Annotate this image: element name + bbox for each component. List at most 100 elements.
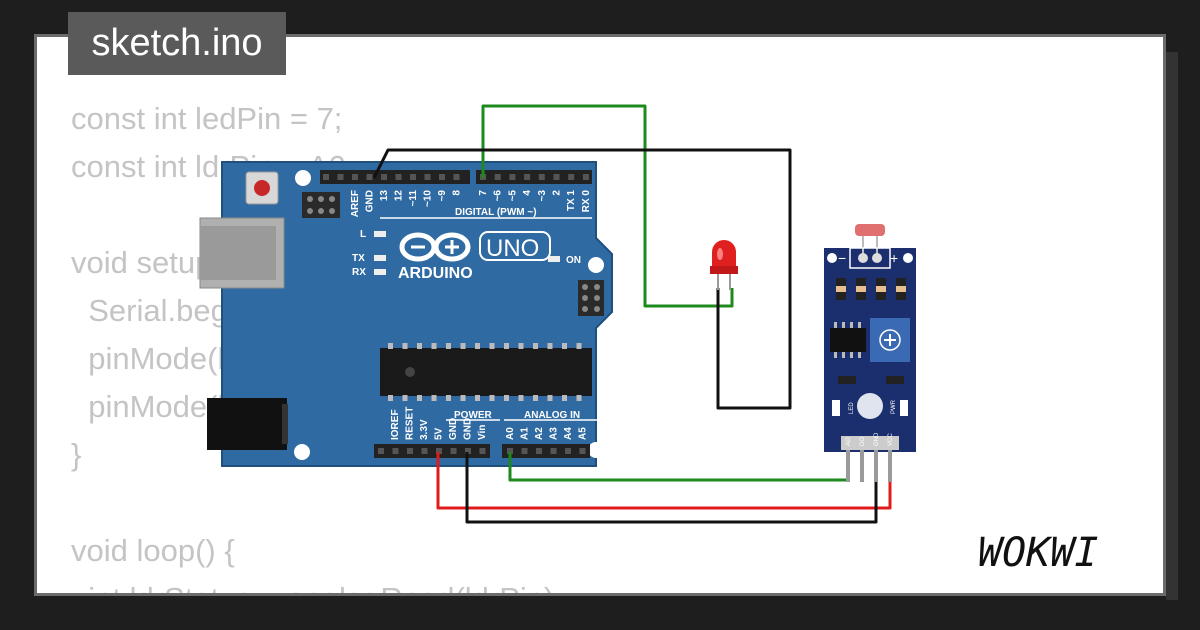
wire-pin7-led-green[interactable] bbox=[481, 104, 734, 308]
pin-hole[interactable] bbox=[524, 174, 531, 180]
chip-leg bbox=[576, 395, 582, 401]
chip-leg bbox=[562, 395, 567, 401]
chip-leg bbox=[518, 395, 524, 401]
chip-leg bbox=[504, 395, 509, 401]
pin-hole[interactable] bbox=[453, 174, 460, 180]
reset-button-cap[interactable] bbox=[254, 180, 270, 196]
pin-hole[interactable] bbox=[465, 448, 471, 454]
on-led bbox=[548, 256, 560, 262]
pin-hole[interactable] bbox=[392, 448, 399, 454]
pin-hole[interactable] bbox=[479, 448, 486, 454]
pin-hole[interactable] bbox=[550, 448, 557, 454]
pin-hole[interactable] bbox=[509, 174, 516, 180]
mount-hole bbox=[295, 170, 311, 186]
pin-hole[interactable] bbox=[395, 174, 402, 180]
pin-hole[interactable] bbox=[579, 448, 586, 454]
arduino-infinity-logo bbox=[399, 232, 471, 262]
wire-gnd-led-black[interactable] bbox=[372, 148, 792, 410]
power-label: POWER bbox=[454, 410, 493, 421]
icsp-header-right bbox=[578, 280, 604, 316]
photoresistor bbox=[855, 224, 885, 236]
pin-hole[interactable] bbox=[352, 174, 358, 180]
chip-leg bbox=[475, 343, 480, 349]
red-led[interactable] bbox=[710, 240, 738, 290]
wokwi-logo: WOKWI bbox=[978, 530, 1098, 576]
wire-5v-vcc-red[interactable] bbox=[436, 452, 892, 510]
chip-leg bbox=[489, 343, 495, 349]
sensor-pin-label: GND bbox=[874, 432, 880, 446]
power-pin-label: 3.3V bbox=[419, 419, 430, 440]
pin-label: 4 bbox=[522, 190, 533, 196]
pin-hole[interactable] bbox=[378, 448, 384, 454]
chip-leg bbox=[533, 343, 538, 349]
digital-label: DIGITAL (PWM ~) bbox=[455, 207, 537, 218]
sensor-pin-label: AO bbox=[846, 437, 852, 446]
pin-hole[interactable] bbox=[553, 174, 560, 180]
analog-pin-label: A1 bbox=[520, 427, 531, 440]
pin-hole[interactable] bbox=[366, 174, 373, 180]
pin-hole[interactable] bbox=[323, 174, 329, 180]
tx-led bbox=[374, 255, 386, 261]
on-led-label: ON bbox=[566, 255, 581, 266]
power-pin-label: RESET bbox=[405, 407, 416, 440]
code-line: } bbox=[71, 437, 82, 472]
bottom-pin-holes bbox=[378, 448, 586, 454]
file-name-tag: sketch.ino bbox=[68, 12, 286, 75]
pin-label: 12 bbox=[394, 190, 405, 202]
chip-leg bbox=[489, 395, 495, 401]
pin-label: ~6 bbox=[493, 190, 504, 202]
sensor-pin-label: VCC bbox=[888, 433, 894, 446]
pin-hole[interactable] bbox=[507, 448, 513, 454]
pin-hole[interactable] bbox=[450, 448, 457, 454]
pin-label: 8 bbox=[452, 190, 463, 196]
power-pin-label: Vin bbox=[477, 425, 488, 440]
pin-hole[interactable] bbox=[568, 174, 575, 180]
analog-pin-label: A3 bbox=[549, 427, 560, 440]
digital-header-left bbox=[320, 170, 470, 184]
pin-label: 7 bbox=[478, 190, 489, 196]
pin-hole[interactable] bbox=[494, 174, 501, 180]
atmega-chip bbox=[380, 348, 592, 396]
usb-inner bbox=[200, 226, 276, 280]
chip-leg bbox=[562, 343, 567, 349]
pin-hole[interactable] bbox=[538, 174, 545, 180]
pin-hole[interactable] bbox=[439, 174, 445, 180]
pin-hole[interactable] bbox=[381, 174, 387, 180]
sensor-hole bbox=[827, 253, 837, 263]
pin-hole[interactable] bbox=[410, 174, 416, 180]
pin-hole[interactable] bbox=[407, 448, 413, 454]
smd-part bbox=[838, 376, 856, 384]
pin-hole[interactable] bbox=[421, 448, 428, 454]
pin-hole[interactable] bbox=[565, 448, 571, 454]
l-led bbox=[374, 231, 386, 237]
code-line: int ldrStatus = analogRead(ldrPin); bbox=[71, 575, 563, 593]
pin-label: ~9 bbox=[437, 190, 448, 202]
pwr-label: PWR bbox=[891, 399, 897, 414]
pin-hole[interactable] bbox=[337, 174, 344, 180]
pin-hole[interactable] bbox=[424, 174, 431, 180]
chip-legs bbox=[388, 343, 582, 401]
chip-notch bbox=[405, 367, 415, 377]
pin-label: ~3 bbox=[537, 190, 548, 202]
chip-leg bbox=[417, 343, 422, 349]
wire-gnd-gnd-black[interactable] bbox=[465, 452, 878, 524]
mount-hole bbox=[294, 444, 310, 460]
pin-label: ~10 bbox=[423, 190, 434, 207]
chip-leg bbox=[446, 343, 451, 349]
pin-hole[interactable] bbox=[536, 448, 542, 454]
pin-hole[interactable] bbox=[436, 448, 442, 454]
analog-header bbox=[502, 444, 590, 458]
chip-leg bbox=[475, 395, 480, 401]
chip-leg bbox=[402, 343, 408, 349]
mount-hole bbox=[588, 257, 604, 273]
pin-hole[interactable] bbox=[521, 448, 528, 454]
analog-pin-label: A5 bbox=[578, 427, 589, 440]
chip-leg bbox=[576, 343, 582, 349]
code-line: const int ledPin = 7; bbox=[71, 101, 343, 136]
uno-badge bbox=[479, 231, 551, 261]
pin-hole[interactable] bbox=[582, 174, 589, 180]
